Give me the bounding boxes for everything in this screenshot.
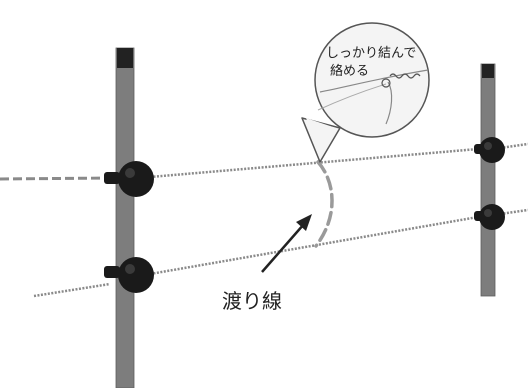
insulator-left-lower — [104, 257, 154, 293]
callout-line1: しっかり結んで — [326, 46, 416, 61]
callout-bubble: しっかり結んで 絡める — [301, 22, 430, 163]
right-post-cap — [482, 64, 494, 78]
right-post — [480, 63, 496, 297]
insulator-right-lower — [474, 204, 505, 230]
jumper-wire-label: 渡り線 — [222, 289, 282, 313]
upper-wire — [0, 142, 528, 181]
jumper-wire — [314, 160, 334, 248]
insulator-left-upper — [104, 161, 154, 197]
pointer-arrow — [261, 214, 312, 273]
callout-line2: 絡める — [330, 63, 369, 79]
insulator-right-upper — [474, 137, 505, 163]
left-post — [115, 47, 135, 388]
callout-wire-detail — [317, 69, 429, 125]
left-post-cap — [117, 48, 133, 68]
lower-wire — [33, 208, 528, 298]
